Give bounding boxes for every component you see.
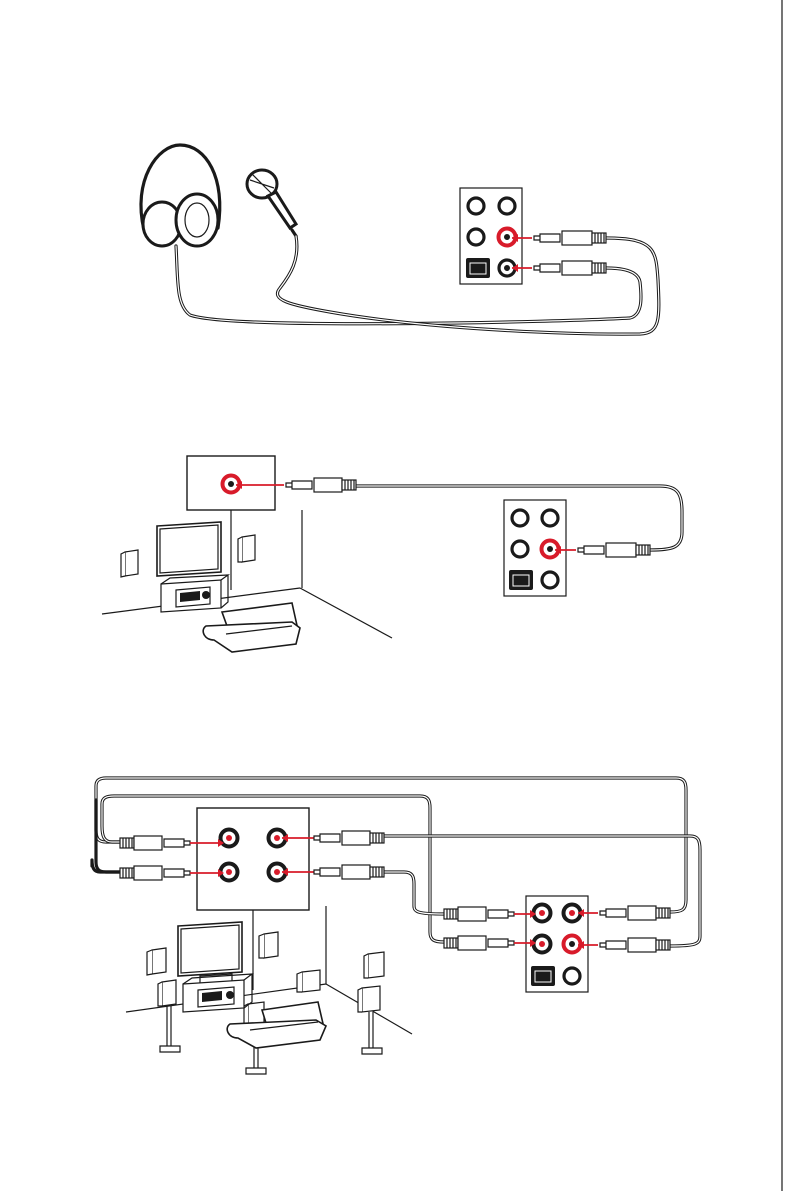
tv-icon — [157, 522, 221, 576]
sofa-icon — [203, 603, 300, 652]
tv-icon — [178, 922, 242, 984]
speaker-icon — [297, 970, 320, 992]
optical-spdif-port-icon — [509, 570, 533, 590]
audio-jack-panel-icon — [504, 500, 566, 596]
audio-plug-icon — [555, 543, 650, 557]
audio-jack-panel-icon — [526, 896, 588, 992]
audio-plug-icon — [444, 936, 536, 950]
speaker-icon — [364, 952, 384, 978]
audio-plug-icon — [512, 231, 606, 245]
amplifier-icon — [176, 587, 210, 607]
diagram-stereo-amplifier — [102, 456, 682, 652]
speaker-icon — [238, 535, 255, 562]
amplifier-icon — [198, 987, 234, 1007]
speaker-icon — [121, 550, 138, 577]
room-scene — [102, 510, 392, 652]
audio-plug-icon — [444, 907, 536, 921]
optical-spdif-port-icon — [531, 966, 555, 986]
diagram-surround-speakers — [92, 778, 700, 1074]
audio-plug-icon — [512, 261, 606, 275]
sofa-icon — [227, 1002, 326, 1048]
amplifier-input-panel — [187, 456, 275, 510]
amplifier-input-panel — [197, 808, 309, 910]
headphone-icon — [141, 145, 220, 246]
audio-jack-panel-icon — [460, 188, 522, 284]
speaker-icon — [158, 980, 180, 1052]
headphone-cable — [176, 246, 641, 324]
audio-plug-icon — [578, 938, 670, 952]
audio-plug-icon — [578, 906, 670, 920]
speaker-icon — [358, 986, 382, 1054]
optical-spdif-port-icon — [466, 258, 490, 278]
surround-cable-3 — [96, 800, 120, 872]
diagram-headphone-mic — [141, 145, 659, 334]
room-scene — [126, 906, 412, 1074]
speaker-icon — [259, 932, 278, 958]
microphone-icon — [247, 170, 296, 236]
speaker-icon — [147, 948, 166, 975]
